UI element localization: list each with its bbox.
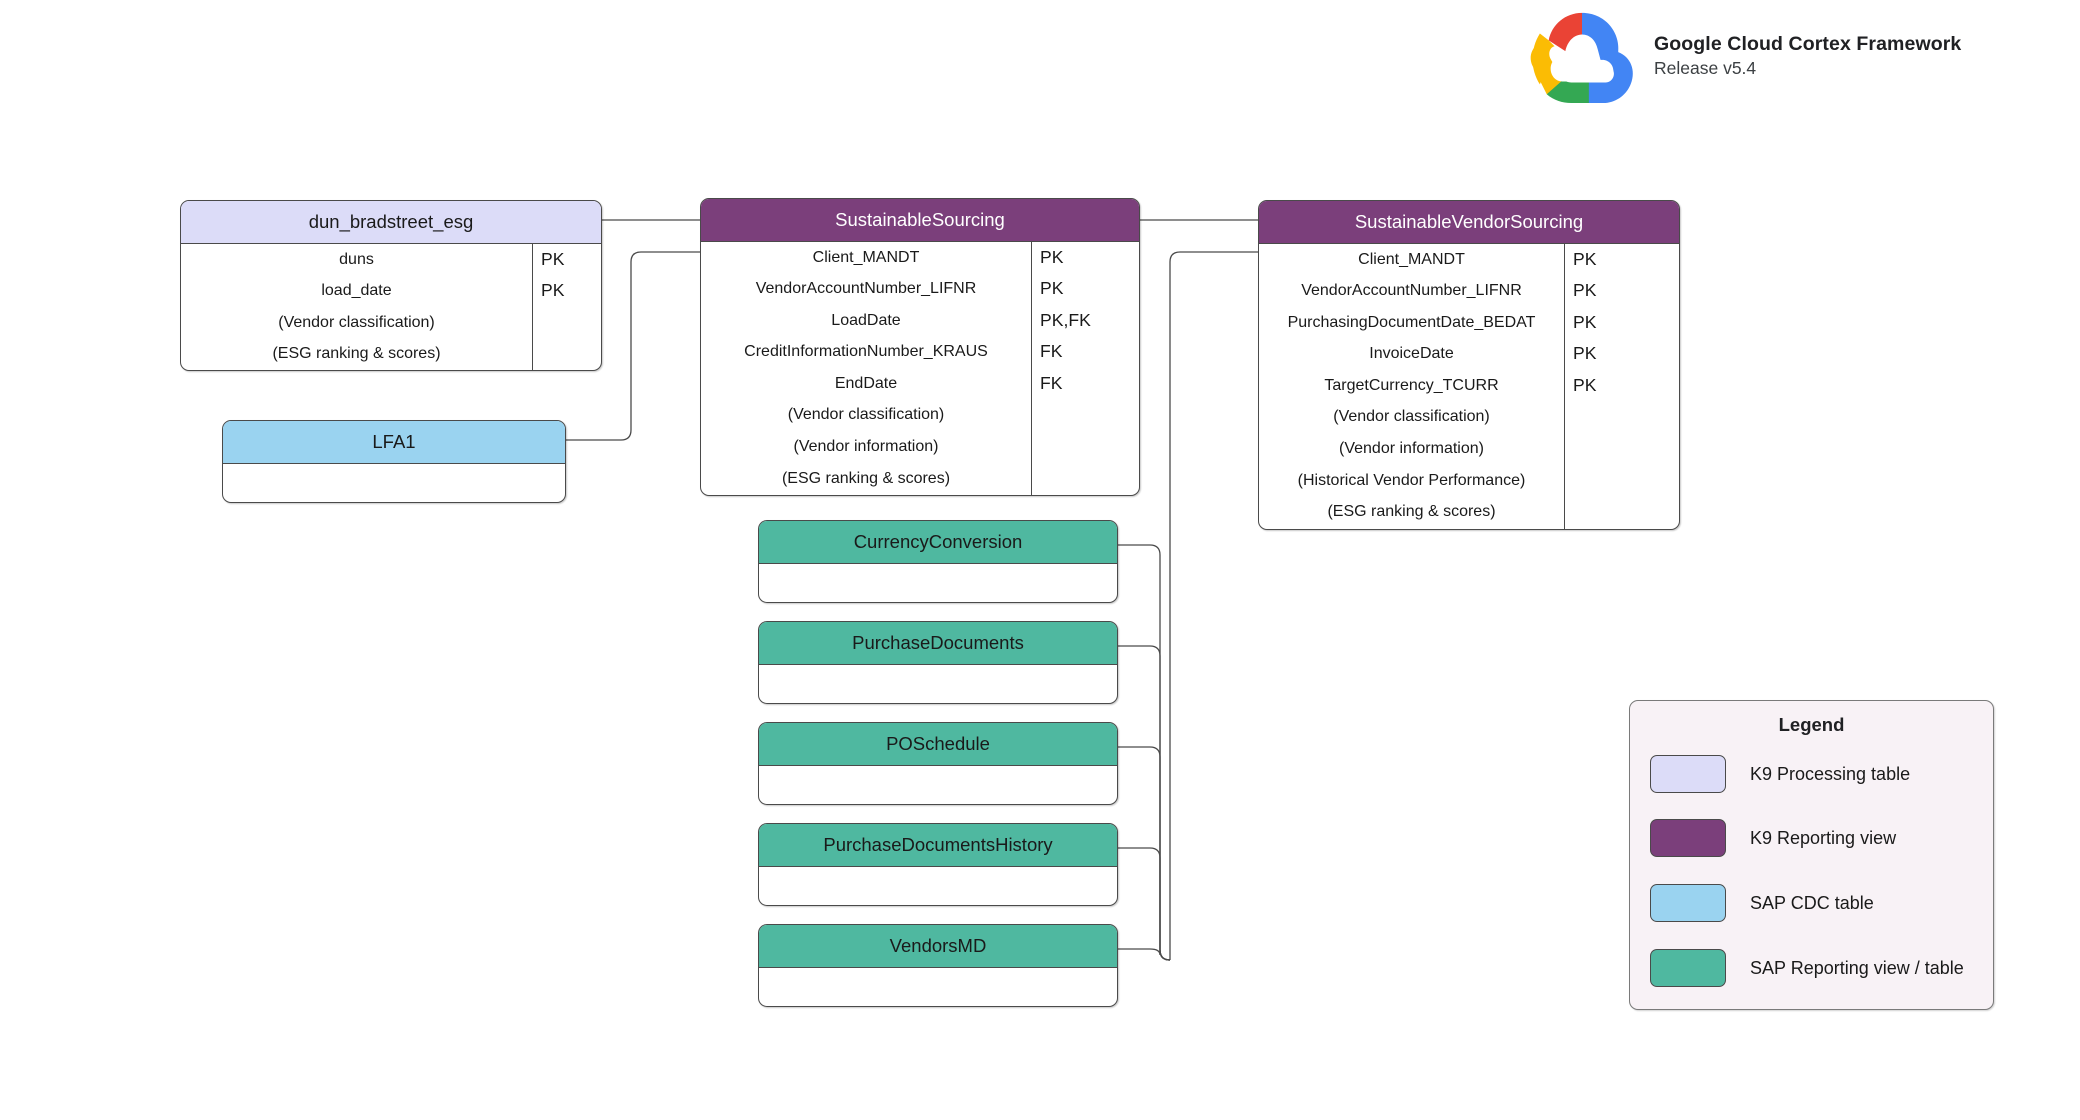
entity-vendors-md[interactable]: VendorsMD <box>758 924 1118 1007</box>
legend-label: K9 Reporting view <box>1750 827 1897 848</box>
entity-body-vendors-md <box>759 968 1117 1006</box>
connector-poschedule-to-trunk <box>1118 746 1171 961</box>
brand-header: Google Cloud Cortex Framework Release v5… <box>1528 8 1961 104</box>
entity-title-dun-bradstreet-esg: dun_bradstreet_esg <box>181 201 601 244</box>
entity-title-purchase-documents-history: PurchaseDocumentsHistory <box>759 824 1117 867</box>
field-name: (ESG ranking & scores) <box>781 469 951 487</box>
entity-purchase-documents[interactable]: PurchaseDocuments <box>758 621 1118 704</box>
entity-body-po-schedule <box>759 766 1117 804</box>
connector-trunk-to-vendorsourcing <box>1169 251 1258 960</box>
legend-swatch-sap-reporting-view-table <box>1650 949 1726 987</box>
field-name: (ESG ranking & scores) <box>1327 503 1496 521</box>
field-key: PK <box>541 248 565 269</box>
field-name: VendorAccountNumber_LIFNR <box>1301 282 1522 300</box>
field-key: PK <box>1573 311 1597 332</box>
field-name: VendorAccountNumber_LIFNR <box>755 280 977 298</box>
field-name: (Vendor classification) <box>1333 408 1490 426</box>
legend-item-k9-reporting-view: K9 Reporting view <box>1650 819 1896 857</box>
entity-currency-conversion[interactable]: CurrencyConversion <box>758 520 1118 603</box>
entity-body-currency-conversion <box>759 564 1117 602</box>
entity-title-lfa1: LFA1 <box>223 421 565 464</box>
field-key: PK <box>1040 278 1064 299</box>
field-name: (ESG ranking & scores) <box>272 345 441 363</box>
entity-body-lfa1 <box>223 464 565 502</box>
entity-body-sustainable-sourcing: Client_MANDT VendorAccountNumber_LIFNR L… <box>701 241 1139 495</box>
legend-swatch-k9-processing-table <box>1650 755 1726 793</box>
field-name: (Vendor information) <box>793 438 939 456</box>
legend-title: Legend <box>1778 714 1845 735</box>
brand-release-label: Release v5.4 <box>1654 58 1757 79</box>
field-key: PK <box>541 280 565 301</box>
entity-purchase-documents-history[interactable]: PurchaseDocumentsHistory <box>758 823 1118 906</box>
field-name: PurchasingDocumentDate_BEDAT <box>1287 313 1536 331</box>
connector-vendorsmd-to-trunk <box>1118 948 1171 961</box>
connector-currencyconversion-to-trunk <box>1118 544 1171 961</box>
legend-item-sap-cdc-table: SAP CDC table <box>1650 884 1874 922</box>
connector-purchasedocumentshistory-to-trunk <box>1118 847 1171 961</box>
entity-dun-bradstreet-esg[interactable]: dun_bradstreet_esg duns load_date (Vendo… <box>180 200 602 371</box>
legend-label: K9 Processing table <box>1750 763 1911 784</box>
field-name: TargetCurrency_TCURR <box>1324 376 1499 394</box>
column-divider <box>1564 243 1565 529</box>
field-name: CreditInformationNumber_KRAUS <box>744 343 988 361</box>
entity-sustainable-sourcing[interactable]: SustainableSourcing Client_MANDT VendorA… <box>700 198 1140 496</box>
field-name: (Vendor classification) <box>787 406 945 424</box>
legend-label: SAP Reporting view / table <box>1750 957 1964 978</box>
legend-item-sap-reporting-view-table: SAP Reporting view / table <box>1650 949 1964 987</box>
field-key: FK <box>1040 372 1063 393</box>
connector-purchasedocuments-to-trunk <box>1118 645 1171 961</box>
field-name: EndDate <box>834 374 898 392</box>
field-key: PK <box>1040 246 1064 267</box>
field-name: InvoiceDate <box>1369 345 1454 363</box>
field-name: (Historical Vendor Performance) <box>1297 471 1526 489</box>
field-name: (Vendor classification) <box>278 313 435 331</box>
field-name: LoadDate <box>831 311 901 329</box>
entity-title-sustainable-vendor-sourcing: SustainableVendorSourcing <box>1259 201 1679 244</box>
entity-po-schedule[interactable]: POSchedule <box>758 722 1118 805</box>
entity-sustainable-vendor-sourcing[interactable]: SustainableVendorSourcing Client_MANDT V… <box>1258 200 1680 530</box>
entity-lfa1[interactable]: LFA1 <box>222 420 566 503</box>
field-key: PK <box>1573 374 1597 395</box>
field-key: PK <box>1573 343 1597 364</box>
entity-title-sustainable-sourcing: SustainableSourcing <box>701 199 1139 242</box>
field-key: PK,FK <box>1040 309 1091 330</box>
entity-body-sustainable-vendor-sourcing: Client_MANDT VendorAccountNumber_LIFNR P… <box>1259 243 1679 529</box>
legend-swatch-k9-reporting-view <box>1650 819 1726 857</box>
entity-title-po-schedule: POSchedule <box>759 723 1117 766</box>
entity-body-dun-bradstreet-esg: duns load_date (Vendor classification) (… <box>181 243 601 370</box>
brand-text-block: Google Cloud Cortex Framework Release v5… <box>1654 32 1961 79</box>
field-key: PK <box>1573 248 1597 269</box>
field-key: PK <box>1573 280 1597 301</box>
field-name: (Vendor information) <box>1339 440 1484 458</box>
entity-title-currency-conversion: CurrencyConversion <box>759 521 1117 564</box>
brand-title: Google Cloud Cortex Framework <box>1654 33 1962 56</box>
field-name: Client_MANDT <box>1358 250 1465 268</box>
entity-title-vendors-md: VendorsMD <box>759 925 1117 968</box>
column-divider <box>532 243 533 370</box>
entity-body-purchase-documents <box>759 665 1117 703</box>
legend-item-k9-processing-table: K9 Processing table <box>1650 755 1910 793</box>
field-key: FK <box>1040 341 1063 362</box>
column-divider <box>1031 241 1032 495</box>
legend-swatch-sap-cdc-table <box>1650 884 1726 922</box>
field-name: Client_MANDT <box>812 248 920 266</box>
google-cloud-logo-icon <box>1530 12 1633 104</box>
legend-panel: Legend K9 Processing table K9 Reporting … <box>1629 700 1994 1010</box>
legend-label: SAP CDC table <box>1750 892 1874 913</box>
entity-body-purchase-documents-history <box>759 867 1117 905</box>
field-name: load_date <box>321 282 392 300</box>
entity-title-purchase-documents: PurchaseDocuments <box>759 622 1117 665</box>
field-name: duns <box>339 250 374 268</box>
